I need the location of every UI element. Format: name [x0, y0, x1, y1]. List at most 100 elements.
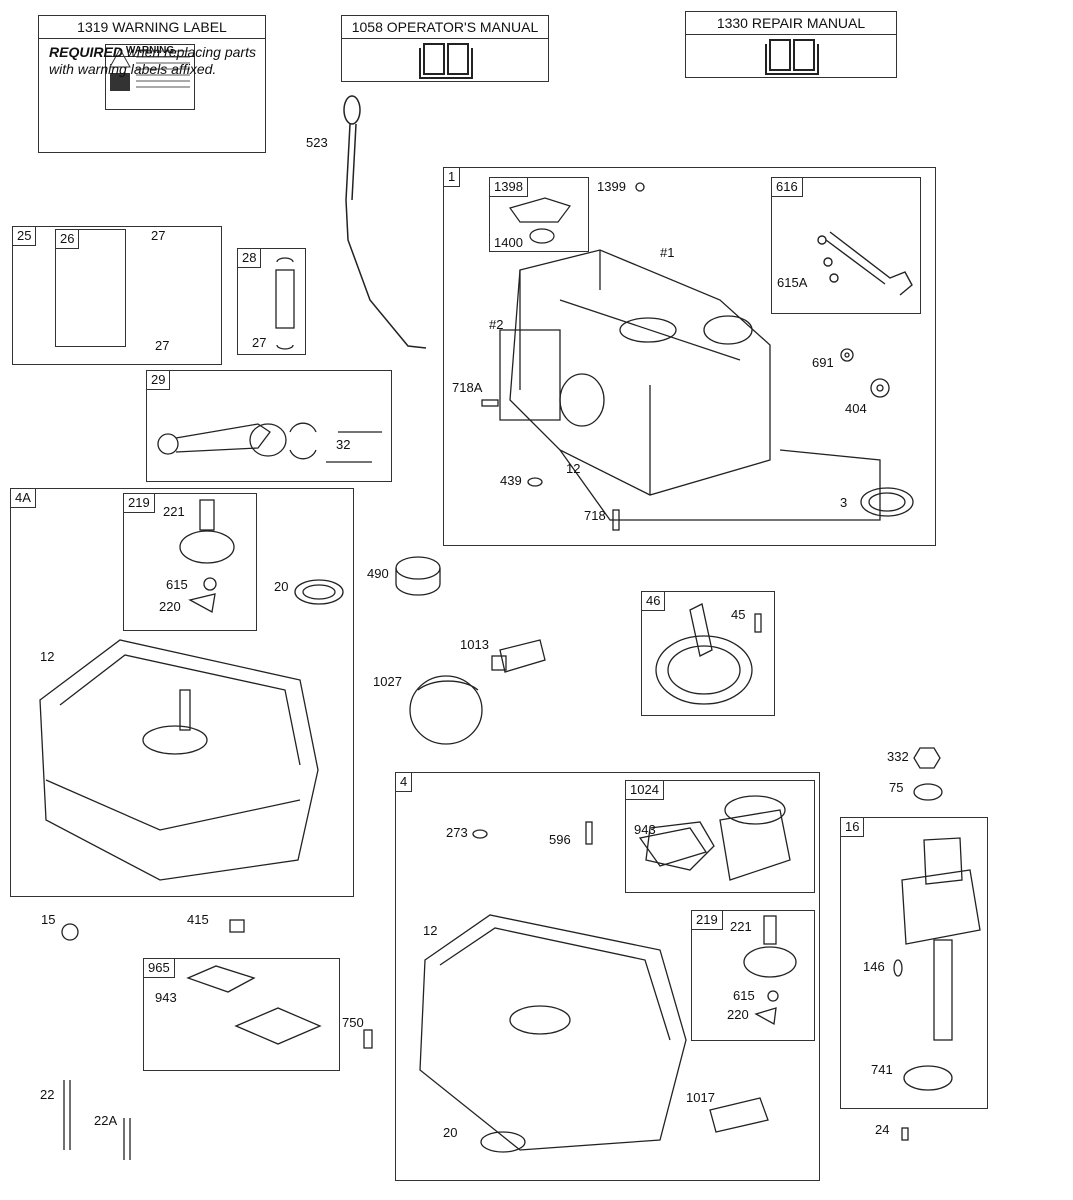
- operators-manual-box[interactable]: 1058 OPERATOR'S MANUAL: [341, 15, 549, 82]
- part-label[interactable]: 1017: [686, 1090, 715, 1105]
- box-26-tag: 26: [56, 230, 80, 249]
- filter-parts-drawing: [395, 556, 546, 745]
- warning-triangle-icon: [109, 47, 190, 91]
- part-label[interactable]: 22: [40, 1087, 55, 1102]
- part-label[interactable]: 490: [367, 566, 389, 581]
- box-4a[interactable]: 4A: [10, 488, 354, 897]
- connecting-rod-drawing: [157, 422, 382, 463]
- dipstick-drawing: [343, 95, 427, 349]
- part-label[interactable]: #2: [489, 317, 504, 332]
- camshaft-drawing: [655, 603, 762, 705]
- part-label[interactable]: 12: [566, 461, 581, 476]
- box-16-tag: 16: [841, 818, 865, 837]
- part-label[interactable]: 1399: [597, 179, 626, 194]
- warning-required-text: REQUIRED when replacing parts with warni…: [49, 44, 259, 78]
- box-219a[interactable]: 219: [123, 493, 257, 631]
- box-1[interactable]: 1: [443, 167, 936, 546]
- box-46-tag: 46: [642, 592, 666, 611]
- part-label[interactable]: 404: [845, 401, 867, 416]
- part-label[interactable]: 691: [812, 355, 834, 370]
- operators-manual-title: 1058 OPERATOR'S MANUAL: [342, 16, 548, 39]
- part-label[interactable]: 221: [163, 504, 185, 519]
- book-icon: [419, 43, 473, 79]
- required-rest: when replacing parts with warning labels…: [49, 44, 256, 77]
- part-label[interactable]: 750: [342, 1015, 364, 1030]
- part-label[interactable]: 523: [306, 135, 328, 150]
- part-label[interactable]: 20: [274, 579, 289, 594]
- part-label[interactable]: 439: [500, 473, 522, 488]
- box-25-tag: 25: [13, 227, 37, 246]
- part-label[interactable]: 12: [40, 649, 55, 664]
- part-label[interactable]: #1: [660, 245, 675, 260]
- part-label[interactable]: 220: [159, 599, 181, 614]
- part-label[interactable]: 22A: [94, 1113, 118, 1128]
- part-label[interactable]: 943: [634, 822, 656, 837]
- gear-219b-drawing: [743, 915, 797, 1026]
- part-label[interactable]: 27: [252, 335, 267, 350]
- repair-manual-box[interactable]: 1330 REPAIR MANUAL: [685, 11, 897, 78]
- washers-drawing: [481, 182, 914, 531]
- required-word: REQUIRED: [49, 44, 123, 60]
- part-label[interactable]: 3: [840, 495, 848, 510]
- part-label[interactable]: 415: [187, 912, 209, 927]
- box-25[interactable]: 25: [12, 226, 222, 365]
- part-label[interactable]: 718: [584, 508, 606, 523]
- gasket-965-drawing: [61, 821, 708, 1160]
- part-label[interactable]: 332: [887, 749, 909, 764]
- gasket-1398-drawing: [509, 197, 571, 244]
- part-label[interactable]: 943: [155, 990, 177, 1005]
- part-label[interactable]: 596: [549, 832, 571, 847]
- part-label[interactable]: 718A: [452, 380, 483, 395]
- box-616-tag: 616: [772, 178, 803, 197]
- part-label[interactable]: 75: [889, 780, 904, 795]
- part-label[interactable]: 615A: [777, 275, 808, 290]
- box-26[interactable]: 26: [55, 229, 126, 347]
- part-label[interactable]: 27: [151, 228, 166, 243]
- part-label[interactable]: 15: [41, 912, 56, 927]
- box-219a-tag: 219: [124, 494, 155, 513]
- part-label[interactable]: 220: [727, 1007, 749, 1022]
- crankcase-cover-4-drawing: [419, 914, 769, 1153]
- box-1024-tag: 1024: [626, 781, 664, 800]
- repair-manual-title: 1330 REPAIR MANUAL: [686, 12, 896, 35]
- box-29-tag: 29: [147, 371, 171, 390]
- part-label[interactable]: 1013: [460, 637, 489, 652]
- part-label[interactable]: 615: [733, 988, 755, 1003]
- part-label[interactable]: 20: [443, 1125, 458, 1140]
- crankshaft-drawing: [893, 837, 981, 1141]
- part-label[interactable]: 146: [863, 959, 885, 974]
- box-965[interactable]: 965: [143, 958, 340, 1071]
- part-label[interactable]: 1400: [494, 235, 523, 250]
- box-1398[interactable]: 1398: [489, 177, 589, 252]
- box-28[interactable]: 28: [237, 248, 306, 355]
- gear-219-drawing: [179, 499, 344, 614]
- box-4-tag: 4: [396, 773, 413, 792]
- box-4[interactable]: 4: [395, 772, 820, 1181]
- cylinder-block-drawing: [499, 249, 881, 521]
- tube-616-drawing: [817, 231, 913, 296]
- box-46[interactable]: 46: [641, 591, 775, 716]
- part-label[interactable]: 27: [155, 338, 170, 353]
- box-219b[interactable]: 219: [691, 910, 815, 1041]
- box-1398-tag: 1398: [490, 178, 528, 197]
- part-label[interactable]: 741: [871, 1062, 893, 1077]
- warning-label-box: 1319 WARNING LABEL WARNING REQUIRED when…: [38, 15, 266, 153]
- warning-label-sticker: WARNING: [105, 44, 195, 110]
- box-1024[interactable]: 1024: [625, 780, 815, 893]
- part-label[interactable]: 24: [875, 1122, 890, 1137]
- part-label[interactable]: 32: [336, 437, 351, 452]
- box-16[interactable]: 16: [840, 817, 988, 1109]
- part-label[interactable]: 273: [446, 825, 468, 840]
- part-label[interactable]: 1027: [373, 674, 402, 689]
- part-label[interactable]: 45: [731, 607, 746, 622]
- part-label[interactable]: 615: [166, 577, 188, 592]
- part-label[interactable]: 12: [423, 923, 438, 938]
- nut-washer-drawing: [913, 747, 943, 801]
- box-29[interactable]: 29: [146, 370, 392, 482]
- warning-label-title: 1319 WARNING LABEL: [39, 16, 265, 39]
- box-616[interactable]: 616: [771, 177, 921, 314]
- part-label[interactable]: 221: [730, 919, 752, 934]
- box-4a-tag: 4A: [11, 489, 36, 508]
- book-icon: [765, 39, 819, 75]
